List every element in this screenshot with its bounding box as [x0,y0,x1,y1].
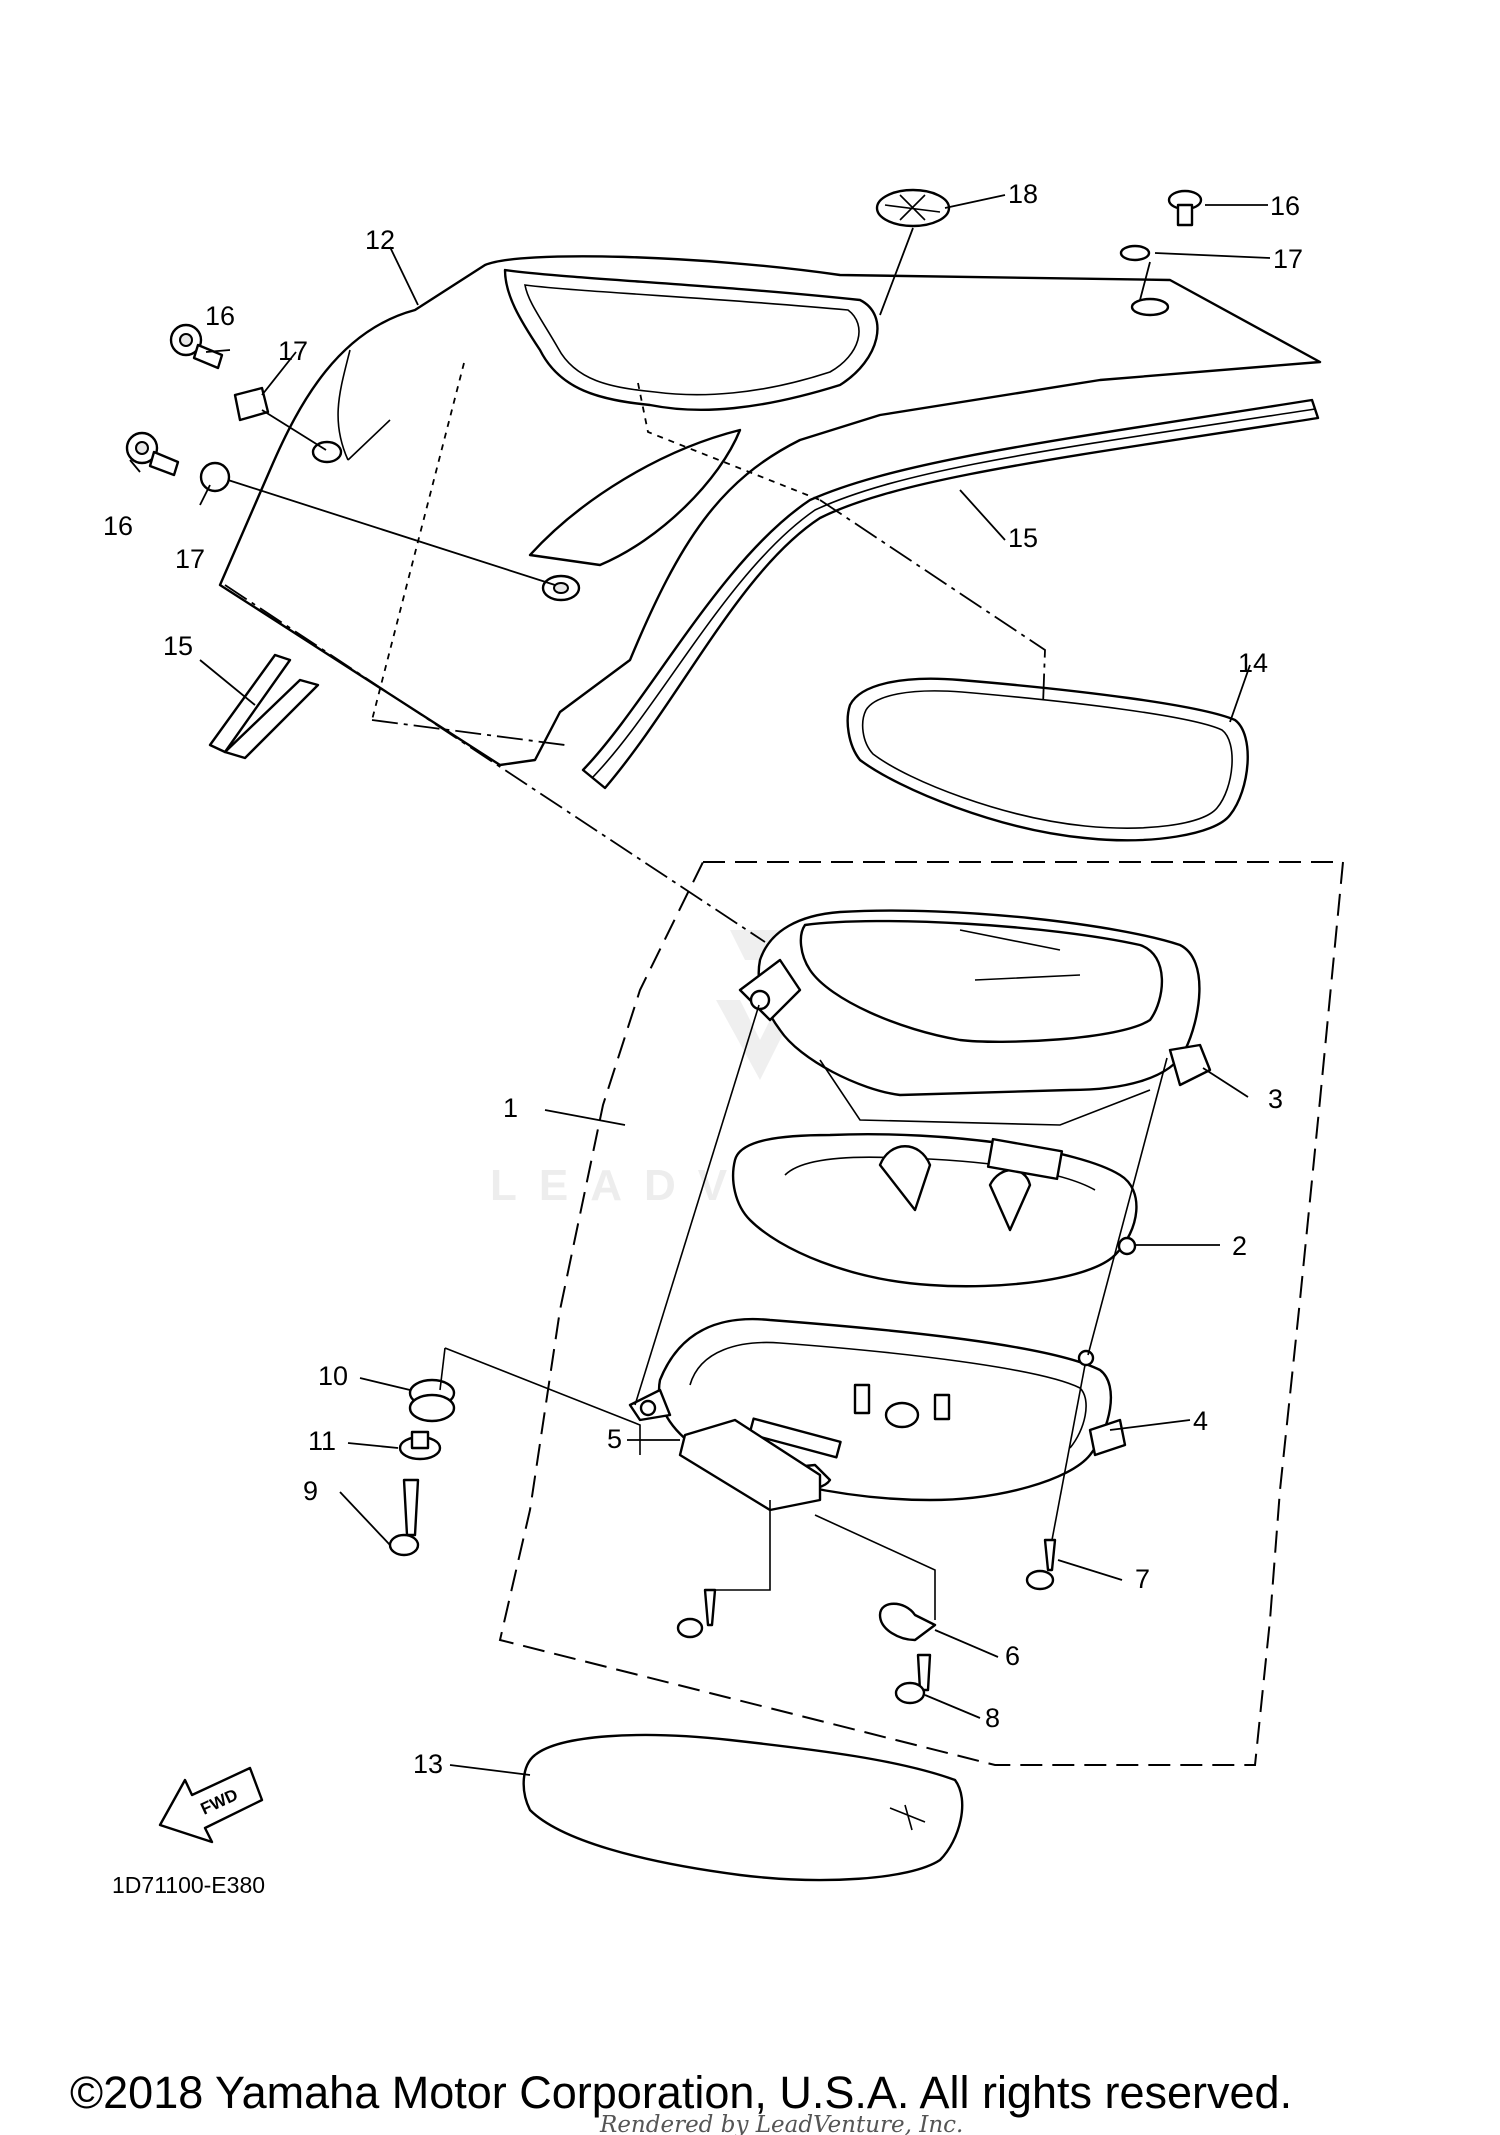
callout-3: 3 [1268,1084,1283,1114]
callout-9: 9 [303,1476,318,1506]
callout-14: 14 [1238,648,1268,678]
callout-16-left-lower: 16 [103,511,133,541]
callouts: 18 16 17 12 16 17 16 17 15 15 14 1 3 2 1… [103,179,1303,1779]
callout-4: 4 [1193,1406,1208,1436]
callout-15-left: 15 [163,631,193,661]
callout-11: 11 [308,1426,336,1456]
fwd-arrow-icon: FWD [158,1766,264,1844]
part-4-meter-case-lower [628,1317,1127,1502]
part-9-screw [388,1478,420,1557]
callout-7: 7 [1135,1564,1150,1594]
callout-10: 10 [318,1361,348,1391]
callout-15-right: 15 [1008,523,1038,553]
callout-5: 5 [607,1424,622,1454]
callout-1: 1 [503,1093,518,1123]
leader-lines [129,194,1271,1776]
part-7-screw [1025,1538,1057,1591]
part-6-nut [878,1602,937,1642]
small-parts: FWD [125,188,1203,1882]
callout-13: 13 [413,1749,443,1779]
part-14-lens-gasket [846,677,1249,842]
assembly-1-outline [498,861,1345,1766]
callout-18: 18 [1008,179,1038,209]
part-16-bolt-left-lower [125,431,180,477]
part-5-screw [676,1588,717,1639]
part-11-collar [398,1430,442,1461]
callout-16-left-upper: 16 [205,301,235,331]
part-8-screw [894,1653,932,1705]
part-13-sheet [522,1733,964,1882]
part-17-washer-left-lower [199,461,231,493]
part-17-washer-right [1119,244,1151,262]
callout-17-left-lower: 17 [175,544,205,574]
part-16-bolt-left-upper [169,323,224,370]
part-5-bracket [678,1418,822,1512]
callout-17-left-upper: 17 [278,336,308,366]
callout-8: 8 [985,1703,1000,1733]
part-17-washer-left-upper [233,386,270,422]
diagram-code: 1D71100-E380 [112,1872,265,1898]
callout-17-right: 17 [1273,244,1303,274]
part-3-meter-case-upper [738,909,1212,1126]
callout-2: 2 [1232,1231,1247,1261]
part-10-grommet [408,1378,456,1423]
part-16-bolt-right [1167,189,1203,227]
callout-12: 12 [365,225,395,255]
callout-6: 6 [1005,1641,1020,1671]
copyright-notice: ©2018 Yamaha Motor Corporation, U.S.A. A… [70,2067,1292,2118]
callout-16-right: 16 [1270,191,1300,221]
part-2-meter-assembly [731,1133,1138,1288]
rendered-by-notice: Rendered by LeadVenture, Inc. [599,2112,963,2135]
part-12-meter-cover [218,255,1322,767]
